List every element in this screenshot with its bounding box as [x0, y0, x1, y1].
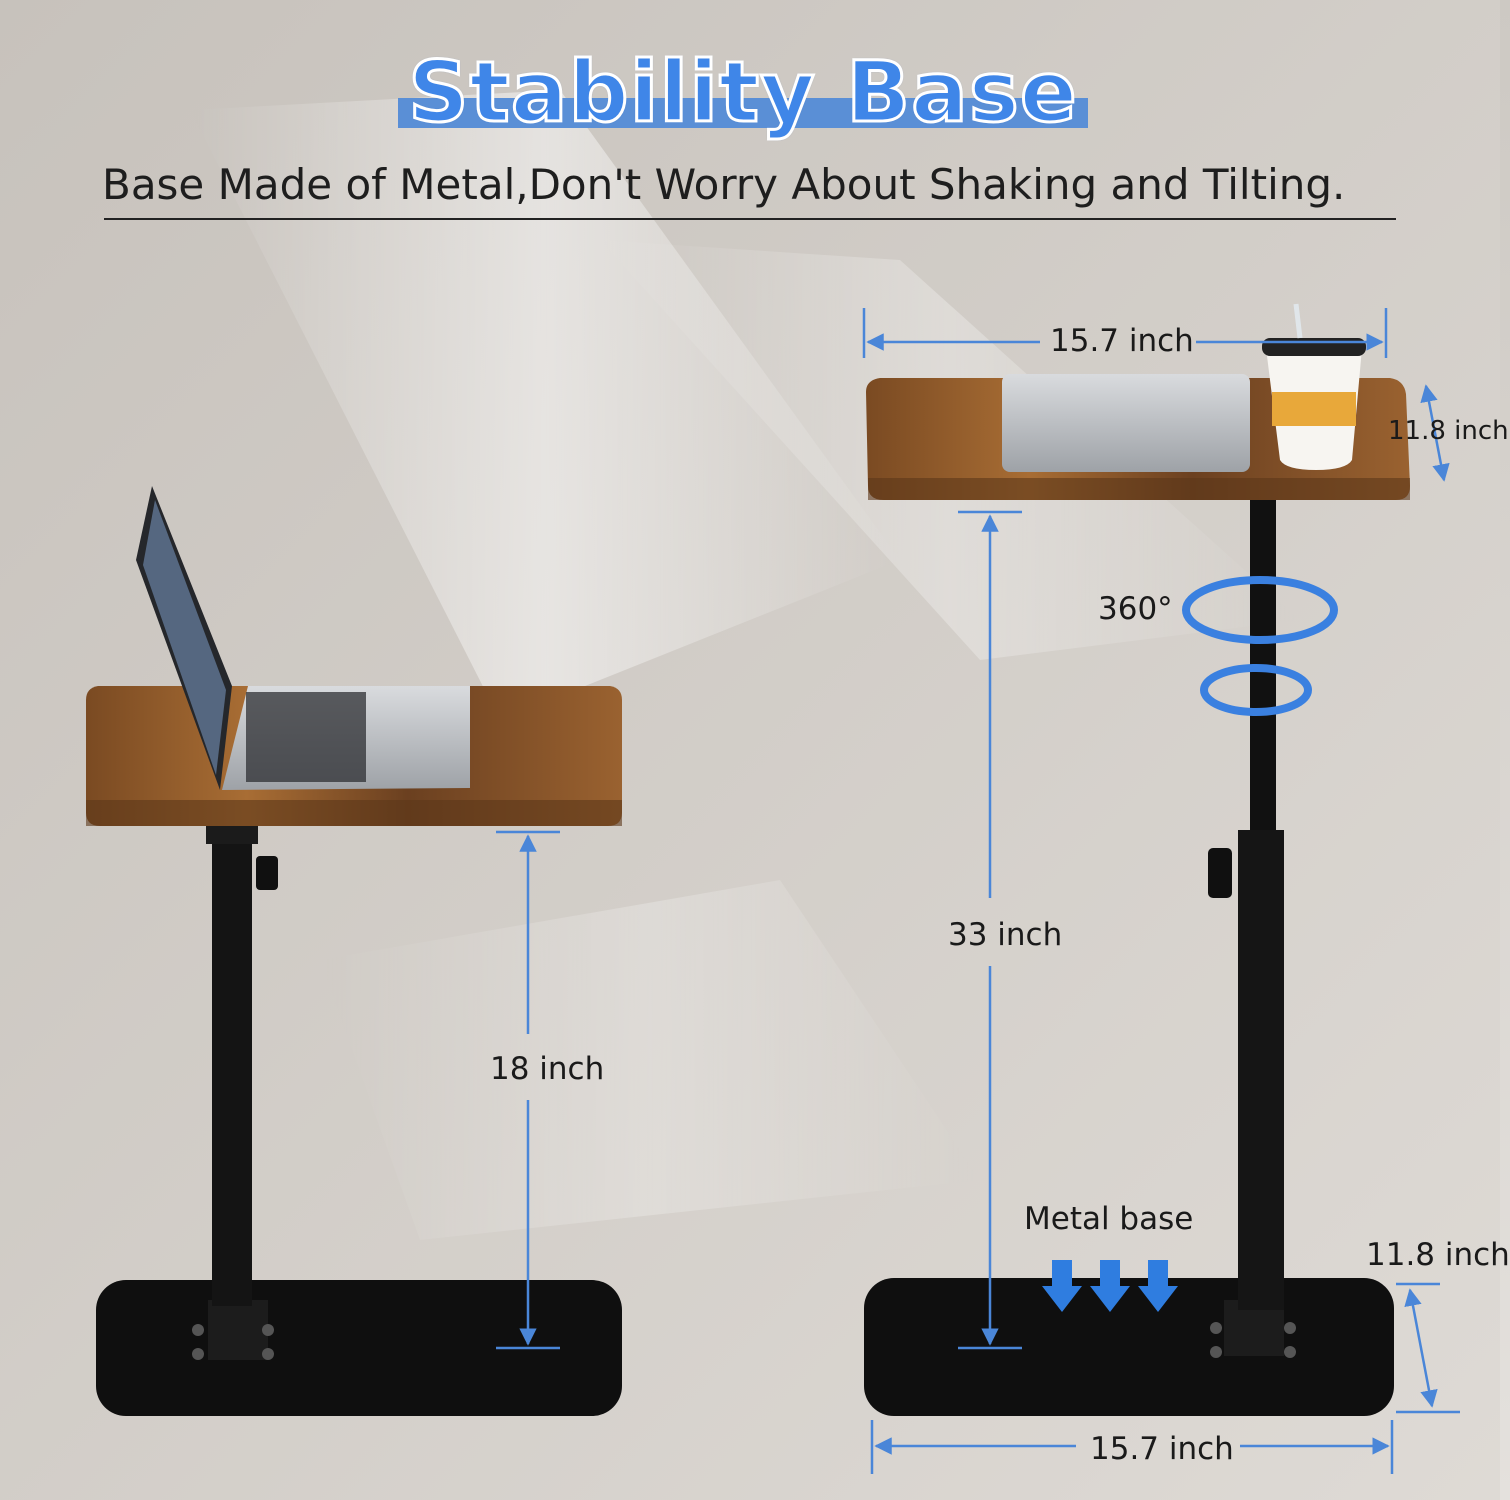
rotation-arrows	[1182, 576, 1338, 716]
right-metal-base	[864, 1278, 1394, 1416]
top-width-label: 15.7 inch	[1050, 323, 1194, 359]
left-pole	[212, 836, 252, 1306]
page-title: Stability Base	[407, 43, 1079, 141]
base-width-label: 15.7 inch	[1090, 1431, 1234, 1467]
right-lower-pole	[1238, 830, 1284, 1310]
top-depth-label: 11.8 inch	[1388, 416, 1509, 446]
title-underline-bar	[398, 98, 1088, 128]
right-knob	[1208, 848, 1232, 898]
title-banner: Stability Base	[398, 30, 1088, 136]
left-table	[86, 486, 622, 1416]
subtitle: Base Made of Metal,Don't Worry About Sha…	[102, 160, 1346, 209]
right-laptop	[1002, 374, 1250, 472]
right-height-label: 33 inch	[948, 917, 1063, 953]
metal-base-arrows	[1042, 1260, 1178, 1312]
metal-base-label: Metal base	[1024, 1201, 1194, 1237]
rotation-label: 360°	[1098, 591, 1173, 627]
right-table	[864, 303, 1410, 1416]
base-depth-label: 11.8 inch	[1366, 1237, 1510, 1273]
left-knob	[256, 856, 278, 890]
subtitle-underline	[104, 218, 1396, 220]
left-height-label: 18 inch	[490, 1051, 605, 1087]
dimension-lines	[496, 308, 1460, 1474]
